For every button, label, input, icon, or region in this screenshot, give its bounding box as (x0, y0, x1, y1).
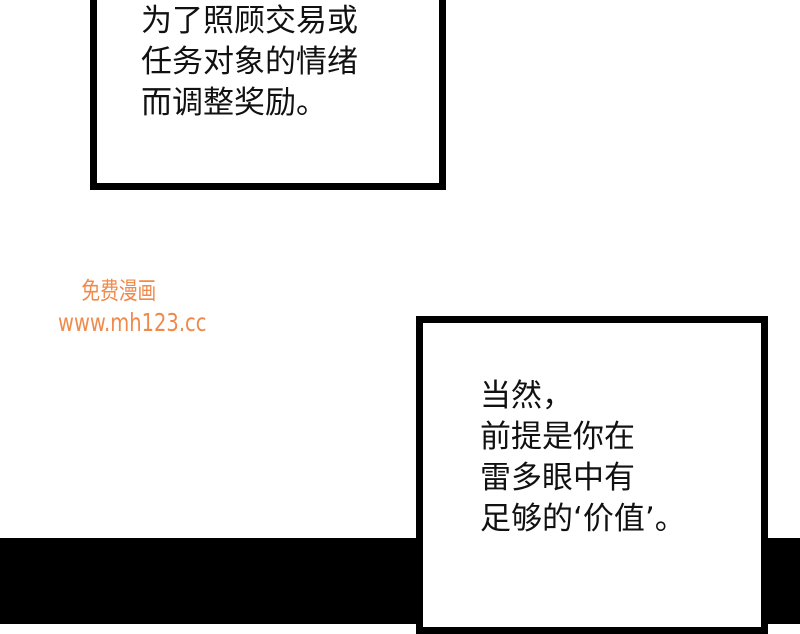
caption-line: 当然， (480, 378, 573, 414)
watermark-title: 免费漫画 (81, 277, 157, 305)
site-watermark: 免费漫画 www.mh123.cc (58, 276, 206, 340)
caption-line: 足够的‘价值’。 (480, 501, 686, 537)
caption-line: 而调整奖励。 (141, 85, 327, 121)
caption-line: 雷多眼中有 (480, 460, 635, 496)
caption-box-top: 为了照顾交易或 任务对象的情绪 而调整奖励。 (90, 0, 446, 190)
watermark-url: www.mh123.cc (58, 308, 207, 337)
caption-line: 前提是你在 (480, 419, 635, 455)
caption-text-bottom: 当然， 前提是你在 雷多眼中有 足够的‘价值’。 (480, 376, 686, 540)
caption-box-bottom: 当然， 前提是你在 雷多眼中有 足够的‘价值’。 (416, 316, 768, 634)
caption-text-top: 为了照顾交易或 任务对象的情绪 而调整奖励。 (141, 1, 358, 124)
caption-line: 任务对象的情绪 (141, 44, 358, 80)
caption-line: 为了照顾交易或 (141, 3, 358, 39)
